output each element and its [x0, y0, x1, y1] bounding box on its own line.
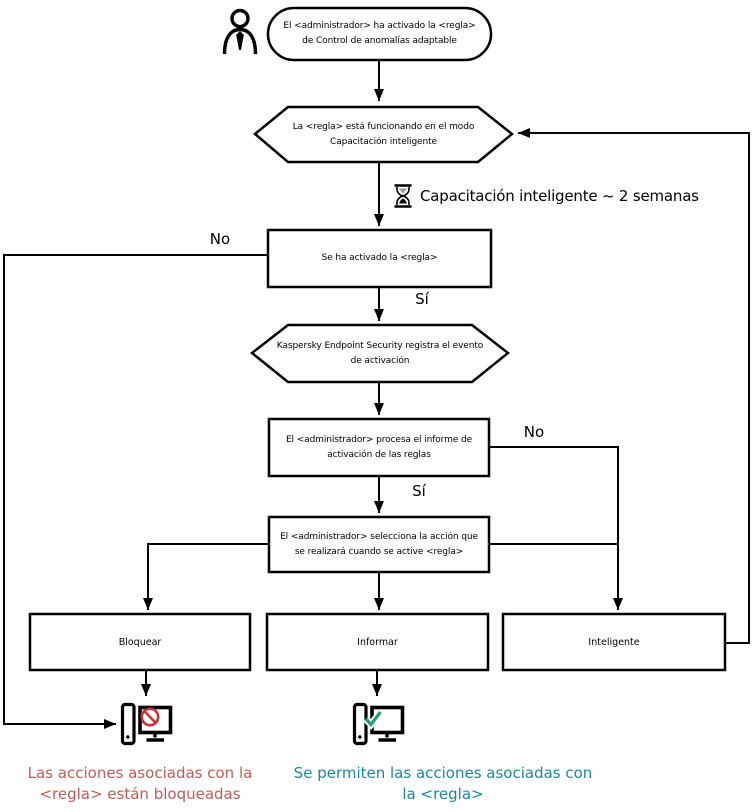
start-node-text: El <administrador> ha activado la <regla… — [268, 8, 491, 60]
text-line: El <administrador> procesa el informe de — [285, 434, 473, 445]
edge-label-si-mid: Sí — [399, 480, 439, 502]
kes-logs-hexagon — [249, 323, 511, 384]
edge-label-si-top: Sí — [402, 288, 442, 310]
training-duration-label: Capacitación inteligente ~ 2 semanas — [420, 186, 699, 206]
rule-triggered-box — [266, 228, 493, 289]
text-line: Se ha activado la <regla> — [321, 253, 438, 263]
text-line: Capacitación inteligente ~ 2 semanas — [420, 187, 699, 205]
text-line: No — [523, 423, 545, 441]
admin-report-text: El <administrador> procesa el informe de… — [269, 419, 489, 476]
inform-action-label: Informar — [267, 614, 488, 670]
text-line: <regla> están bloqueadas — [39, 785, 241, 803]
text-line: de Control de anomalías adaptable — [302, 36, 457, 46]
smart-action-box — [501, 612, 727, 672]
text-line: Sí — [412, 482, 426, 500]
text-line: Las acciones asociadas con la — [27, 764, 253, 782]
blocked-outcome-text: Las acciones asociadas con la <regla> es… — [15, 762, 265, 806]
edge-label-no-left: No — [198, 228, 242, 250]
text-line: El <administrador> ha activado la <regla… — [283, 21, 476, 31]
text-line: Sí — [415, 290, 429, 308]
text-line: No — [209, 230, 231, 248]
edge-no-right-to-smart — [489, 446, 623, 610]
rule-triggered-text: Se ha activado la <regla> — [268, 230, 491, 287]
text-line: Bloquear — [118, 636, 162, 648]
admin-report-box — [267, 417, 491, 478]
pc-blocked-icon — [120, 702, 173, 746]
training-mode-hexagon — [253, 105, 514, 164]
allowed-outcome-text: Se permiten las acciones asociadas con l… — [278, 762, 608, 806]
edge-smart-feedback-loop — [518, 128, 750, 644]
training-mode-text: La <regla> está funcionando en el modo C… — [255, 107, 512, 162]
text-line: la <regla> — [402, 785, 484, 803]
pc-allowed-icon — [352, 702, 405, 746]
block-action-label: Bloquear — [30, 614, 250, 670]
admin-selects-box — [267, 515, 491, 574]
text-line: La <regla> está funcionando en el modo — [292, 121, 475, 132]
checkmark-icon — [363, 709, 384, 730]
smart-action-label: Inteligente — [503, 614, 725, 670]
admin-selects-text: El <administrador> selecciona la acción … — [269, 517, 489, 572]
text-line: El <administrador> selecciona la acción … — [280, 531, 478, 542]
inform-action-box — [265, 612, 490, 672]
text-line: Kaspersky Endpoint Security registra el … — [276, 340, 484, 351]
text-line: activación de las reglas — [327, 449, 431, 460]
edge-no-left-loop — [3, 254, 268, 729]
text-line: Informar — [357, 636, 398, 648]
text-line: Capacitación inteligente — [330, 136, 437, 147]
text-line: Inteligente — [588, 636, 640, 648]
block-action-box — [28, 612, 252, 672]
prohibition-icon — [140, 707, 160, 727]
text-line: Se permiten las acciones asociadas con — [293, 764, 593, 782]
kes-logs-text: Kaspersky Endpoint Security registra el … — [252, 325, 508, 382]
edge-selects-to-block — [143, 543, 269, 610]
text-line: se realizará cuando se active <regla> — [294, 546, 464, 557]
start-terminator-shape — [266, 6, 493, 62]
edge-label-no-right: No — [512, 421, 556, 443]
hourglass-icon — [394, 184, 412, 208]
text-line: de activación — [350, 355, 410, 366]
user-icon — [222, 8, 258, 55]
